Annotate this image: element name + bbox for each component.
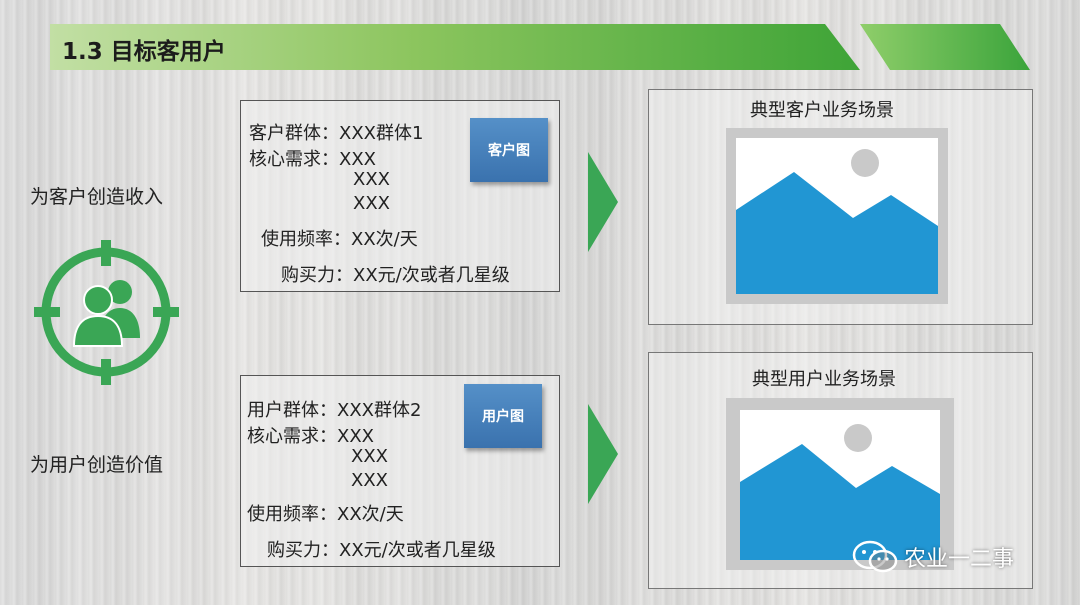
customer-chart-button[interactable]: 客户图 xyxy=(470,118,548,182)
image-icon xyxy=(736,138,938,294)
user-needs-3: XXX xyxy=(351,470,388,491)
arrow-right-icon xyxy=(588,404,618,504)
watermark: 农业一二事 xyxy=(852,540,1014,574)
watermark-text: 农业一二事 xyxy=(904,547,1015,572)
customer-group: 客户群体：XXX群体1 xyxy=(249,123,424,144)
label-user-value: 为用户创造价值 xyxy=(30,454,164,476)
customer-needs-2: XXX xyxy=(353,169,390,190)
image-placeholder-icon xyxy=(726,128,948,304)
customer-needs: 核心需求：XXX xyxy=(249,149,376,170)
customer-frequency: 使用频率：XX次/天 xyxy=(261,229,418,250)
customer-needs-3: XXX xyxy=(353,193,390,214)
user-frequency: 使用频率：XX次/天 xyxy=(247,504,404,525)
user-needs-2: XXX xyxy=(351,446,388,467)
customer-scene-title: 典型客户业务场景 xyxy=(750,100,894,121)
user-scene-title: 典型用户业务场景 xyxy=(752,369,896,390)
image-icon xyxy=(740,410,940,560)
page-title: 1.3 目标客用户 xyxy=(62,39,226,65)
customer-purchasing: 购买力：XX元/次或者几星级 xyxy=(281,265,510,286)
arrow-right-icon xyxy=(588,152,618,252)
target-users-icon xyxy=(34,240,179,385)
user-info-box: 用户群体：XXX群体2 核心需求：XXX XXX XXX 使用频率：XX次/天 … xyxy=(240,375,560,567)
user-purchasing: 购买力：XX元/次或者几星级 xyxy=(267,540,496,561)
label-customer-revenue: 为客户创造收入 xyxy=(30,186,164,208)
user-group: 用户群体：XXX群体2 xyxy=(247,400,422,421)
header-accent xyxy=(860,24,1030,70)
user-chart-button[interactable]: 用户图 xyxy=(464,384,542,448)
image-placeholder-icon xyxy=(726,398,954,570)
wechat-icon xyxy=(852,540,898,573)
customer-info-box: 客户群体：XXX群体1 核心需求：XXX XXX XXX 使用频率：XX次/天 … xyxy=(240,100,560,292)
header-bar xyxy=(50,24,860,70)
user-needs: 核心需求：XXX xyxy=(247,426,374,447)
